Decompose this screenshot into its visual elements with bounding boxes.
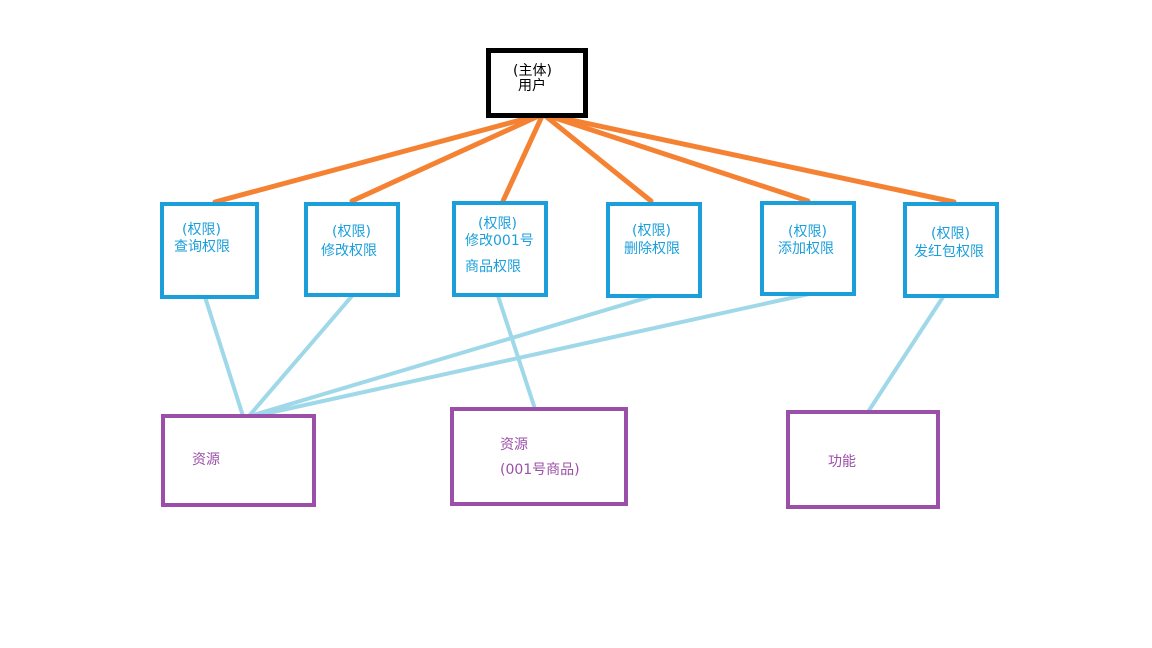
edge-user-query bbox=[212, 111, 546, 205]
permission-type-label: (权限) bbox=[478, 216, 517, 232]
permission-add-node: (权限) 添加权限 bbox=[760, 201, 856, 296]
edge-redpacket-function bbox=[866, 295, 945, 414]
permission-object-label: 商品权限 bbox=[465, 259, 521, 275]
permission-type-label: (权限) bbox=[632, 223, 671, 239]
permission-name-label: 添加权限 bbox=[778, 241, 834, 257]
edge-query-resource bbox=[203, 295, 245, 418]
resource-label: 资源 bbox=[500, 437, 528, 453]
subject-type-label: (主体) bbox=[513, 63, 552, 79]
permission-modify001-node: (权限) 修改001号 商品权限 bbox=[452, 201, 548, 297]
function-label: 功能 bbox=[828, 454, 856, 470]
resource-001-node: 资源 (001号商品) bbox=[450, 407, 628, 506]
subject-name-label: 用户 bbox=[518, 78, 546, 94]
edge-user-add bbox=[540, 111, 811, 204]
edge-user-delete bbox=[540, 111, 654, 204]
resource-object-label: (001号商品) bbox=[500, 462, 580, 478]
permission-name-label: 发红包权限 bbox=[914, 244, 984, 260]
resource-node: 资源 bbox=[161, 414, 316, 507]
edge-modify001-resource001 bbox=[496, 294, 537, 411]
edge-user-modify bbox=[349, 111, 546, 204]
permission-modify-node: (权限) 修改权限 bbox=[304, 202, 400, 297]
permission-name-label: 删除权限 bbox=[624, 241, 680, 257]
permission-type-label: (权限) bbox=[931, 226, 970, 242]
edge-modify-resource bbox=[247, 294, 354, 418]
permission-name-label: 修改权限 bbox=[321, 243, 377, 259]
permission-name-label: 查询权限 bbox=[174, 239, 230, 255]
edge-user-modify001 bbox=[500, 111, 546, 204]
permission-type-label: (权限) bbox=[182, 222, 221, 238]
function-node: 功能 bbox=[786, 410, 940, 509]
permission-name-label: 修改001号 bbox=[465, 233, 534, 249]
edge-user-redpacket bbox=[540, 111, 957, 205]
permission-type-label: (权限) bbox=[788, 224, 827, 240]
permission-query-node: (权限) 查询权限 bbox=[160, 202, 259, 299]
permission-type-label: (权限) bbox=[332, 224, 371, 240]
resource-label: 资源 bbox=[192, 452, 220, 468]
permission-redpacket-node: (权限) 发红包权限 bbox=[903, 202, 999, 298]
edge-add-resource bbox=[253, 292, 811, 418]
permission-delete-node: (权限) 删除权限 bbox=[606, 202, 702, 298]
edge-delete-resource bbox=[248, 293, 658, 418]
subject-user-node: (主体) 用户 bbox=[486, 48, 588, 118]
